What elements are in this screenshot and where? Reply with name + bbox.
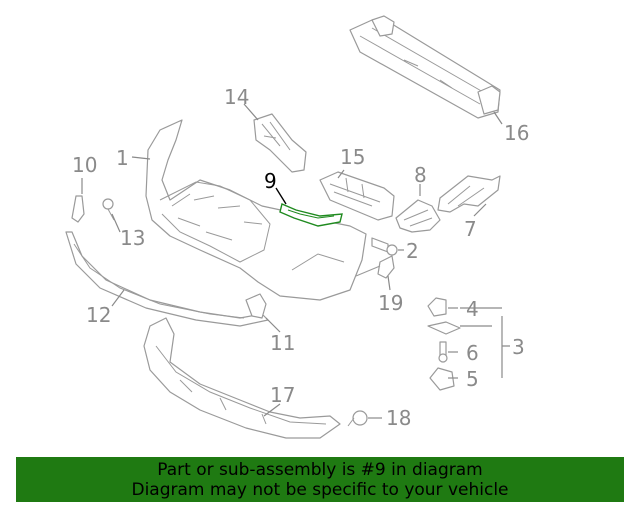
part-4-retainer	[427, 297, 447, 317]
callout-13: 13	[120, 226, 145, 250]
part-10-bracket	[71, 195, 85, 223]
callout-5: 5	[466, 367, 479, 391]
callout-6: 6	[466, 341, 479, 365]
callout-10: 10	[72, 153, 97, 177]
leader-lines	[81, 103, 510, 419]
callout-9: 9	[264, 169, 277, 193]
callout-16: 16	[504, 121, 529, 145]
part-5-retainer	[429, 367, 455, 391]
part-19-bracket	[355, 255, 395, 279]
callout-2: 2	[406, 239, 419, 263]
part-3-clip	[427, 321, 461, 335]
part-18-clip	[347, 410, 368, 427]
callout-17: 17	[270, 383, 295, 407]
info-banner: Part or sub-assembly is #9 in diagram Di…	[16, 457, 624, 502]
part-17-valance	[143, 317, 341, 439]
callout-3: 3	[512, 335, 525, 359]
banner-line-1: Part or sub-assembly is #9 in diagram	[157, 460, 483, 480]
part-15-bracket	[319, 171, 395, 221]
part-2-bolt	[371, 237, 398, 256]
part-16-impact-bar	[349, 15, 501, 119]
callout-18: 18	[386, 406, 411, 430]
callout-11: 11	[270, 331, 295, 355]
callout-1: 1	[116, 146, 129, 170]
part-14-bracket	[253, 113, 307, 173]
part-8-bracket	[395, 199, 441, 233]
part-13-screw	[102, 198, 115, 221]
part-6-bolt	[438, 341, 448, 363]
parts-diagram: 1 2 3 4 5 6 7 8 9 10 11 12 13 14 15 16 1…	[65, 15, 529, 439]
callout-14: 14	[224, 85, 249, 109]
callout-7: 7	[464, 217, 477, 241]
callout-15: 15	[340, 145, 365, 169]
callout-12: 12	[86, 303, 111, 327]
callout-8: 8	[414, 163, 427, 187]
part-9-reinforcement	[279, 203, 343, 227]
banner-line-2: Diagram may not be specific to your vehi…	[131, 480, 509, 500]
callout-19: 19	[378, 291, 403, 315]
part-11-bracket	[245, 293, 267, 319]
part-1-bumper-cover	[145, 119, 367, 301]
part-7-bracket	[437, 175, 501, 213]
callout-4: 4	[466, 297, 479, 321]
